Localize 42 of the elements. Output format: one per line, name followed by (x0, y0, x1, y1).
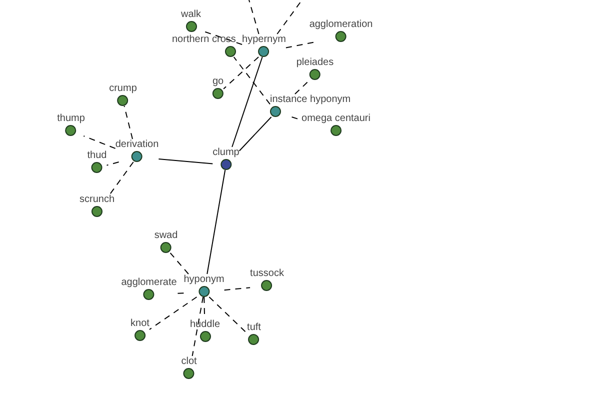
node-label: walk (181, 9, 201, 21)
node-label: derivation (115, 139, 159, 151)
connector-line (158, 158, 214, 164)
node-label: thud (87, 150, 107, 162)
node-label: thump (57, 113, 85, 125)
connector-line (106, 162, 120, 166)
node-label: clot (181, 356, 197, 368)
node-label: scrunch (80, 194, 114, 206)
node-label: crump (109, 83, 137, 95)
connector-line (238, 116, 272, 152)
node-label: agglomerate (121, 277, 177, 289)
connector-line (285, 42, 316, 48)
node-label: clump (212, 147, 240, 159)
node-label: go (212, 76, 224, 88)
connector-line (248, 0, 260, 34)
node-label: hyponym (184, 274, 224, 286)
node-label: omega centauri (302, 113, 370, 125)
connector-line (170, 252, 189, 274)
node-label: instance hyponym (270, 94, 351, 106)
connector-line (206, 170, 226, 274)
connector-line (224, 287, 251, 291)
connector-line (294, 80, 310, 94)
node-label: tussock (250, 268, 284, 280)
connector-line (83, 136, 116, 149)
node-label: swad (154, 230, 178, 242)
connector-line (208, 296, 248, 334)
connector-line (223, 56, 260, 90)
node-label: huddle (190, 319, 220, 331)
connector-line (192, 296, 204, 356)
connector-line (176, 292, 184, 294)
node-label: hypernym (242, 34, 286, 46)
node-label: tuft (247, 322, 261, 334)
node-label: pleiades (296, 57, 334, 69)
connector-line (232, 56, 263, 148)
node-label: knot (130, 318, 150, 330)
connector-line (276, 0, 302, 34)
node-label: northern cross (172, 34, 236, 46)
connector-line (124, 106, 133, 140)
connector-line (233, 56, 270, 105)
node-label: agglomeration (309, 19, 373, 31)
connector-line (110, 162, 134, 194)
connector-line (148, 296, 198, 330)
